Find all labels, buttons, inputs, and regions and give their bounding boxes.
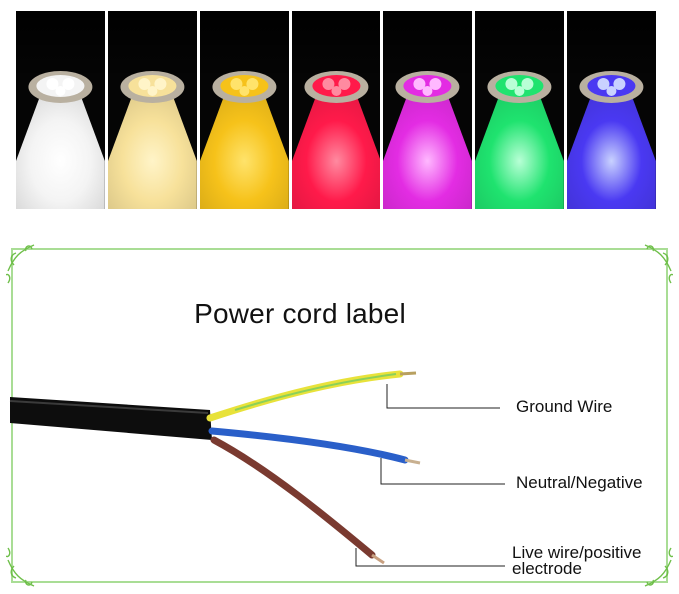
live-wire-label: Live wire/positive electrode (512, 543, 642, 578)
neutral-wire-label: Neutral/Negative (516, 473, 643, 492)
light-swatch-green (475, 11, 565, 209)
vine-ornament-top-left (6, 244, 35, 284)
light-swatch-red (291, 11, 381, 209)
cable-sheath (10, 397, 212, 440)
ground-leader (386, 384, 500, 409)
vine-ornament-bottom-left (6, 547, 35, 587)
neutral-leader (380, 458, 505, 485)
live-wire (210, 436, 376, 559)
vine-ornament-top-right (644, 244, 673, 284)
light-swatch-warm-white (107, 11, 197, 209)
light-swatch-purple (383, 11, 473, 209)
ground-wire (206, 370, 404, 422)
vine-ornament-bottom-right (644, 547, 673, 587)
light-swatch-white (16, 11, 105, 209)
ground-wire-label: Ground Wire (516, 397, 613, 416)
light-swatch-blue (567, 11, 656, 209)
light-color-swatches (16, 11, 656, 209)
live-leader (355, 548, 505, 567)
neutral-wire (208, 427, 409, 464)
page-title: Power cord label (194, 298, 406, 329)
light-swatch-yellow (199, 11, 289, 209)
